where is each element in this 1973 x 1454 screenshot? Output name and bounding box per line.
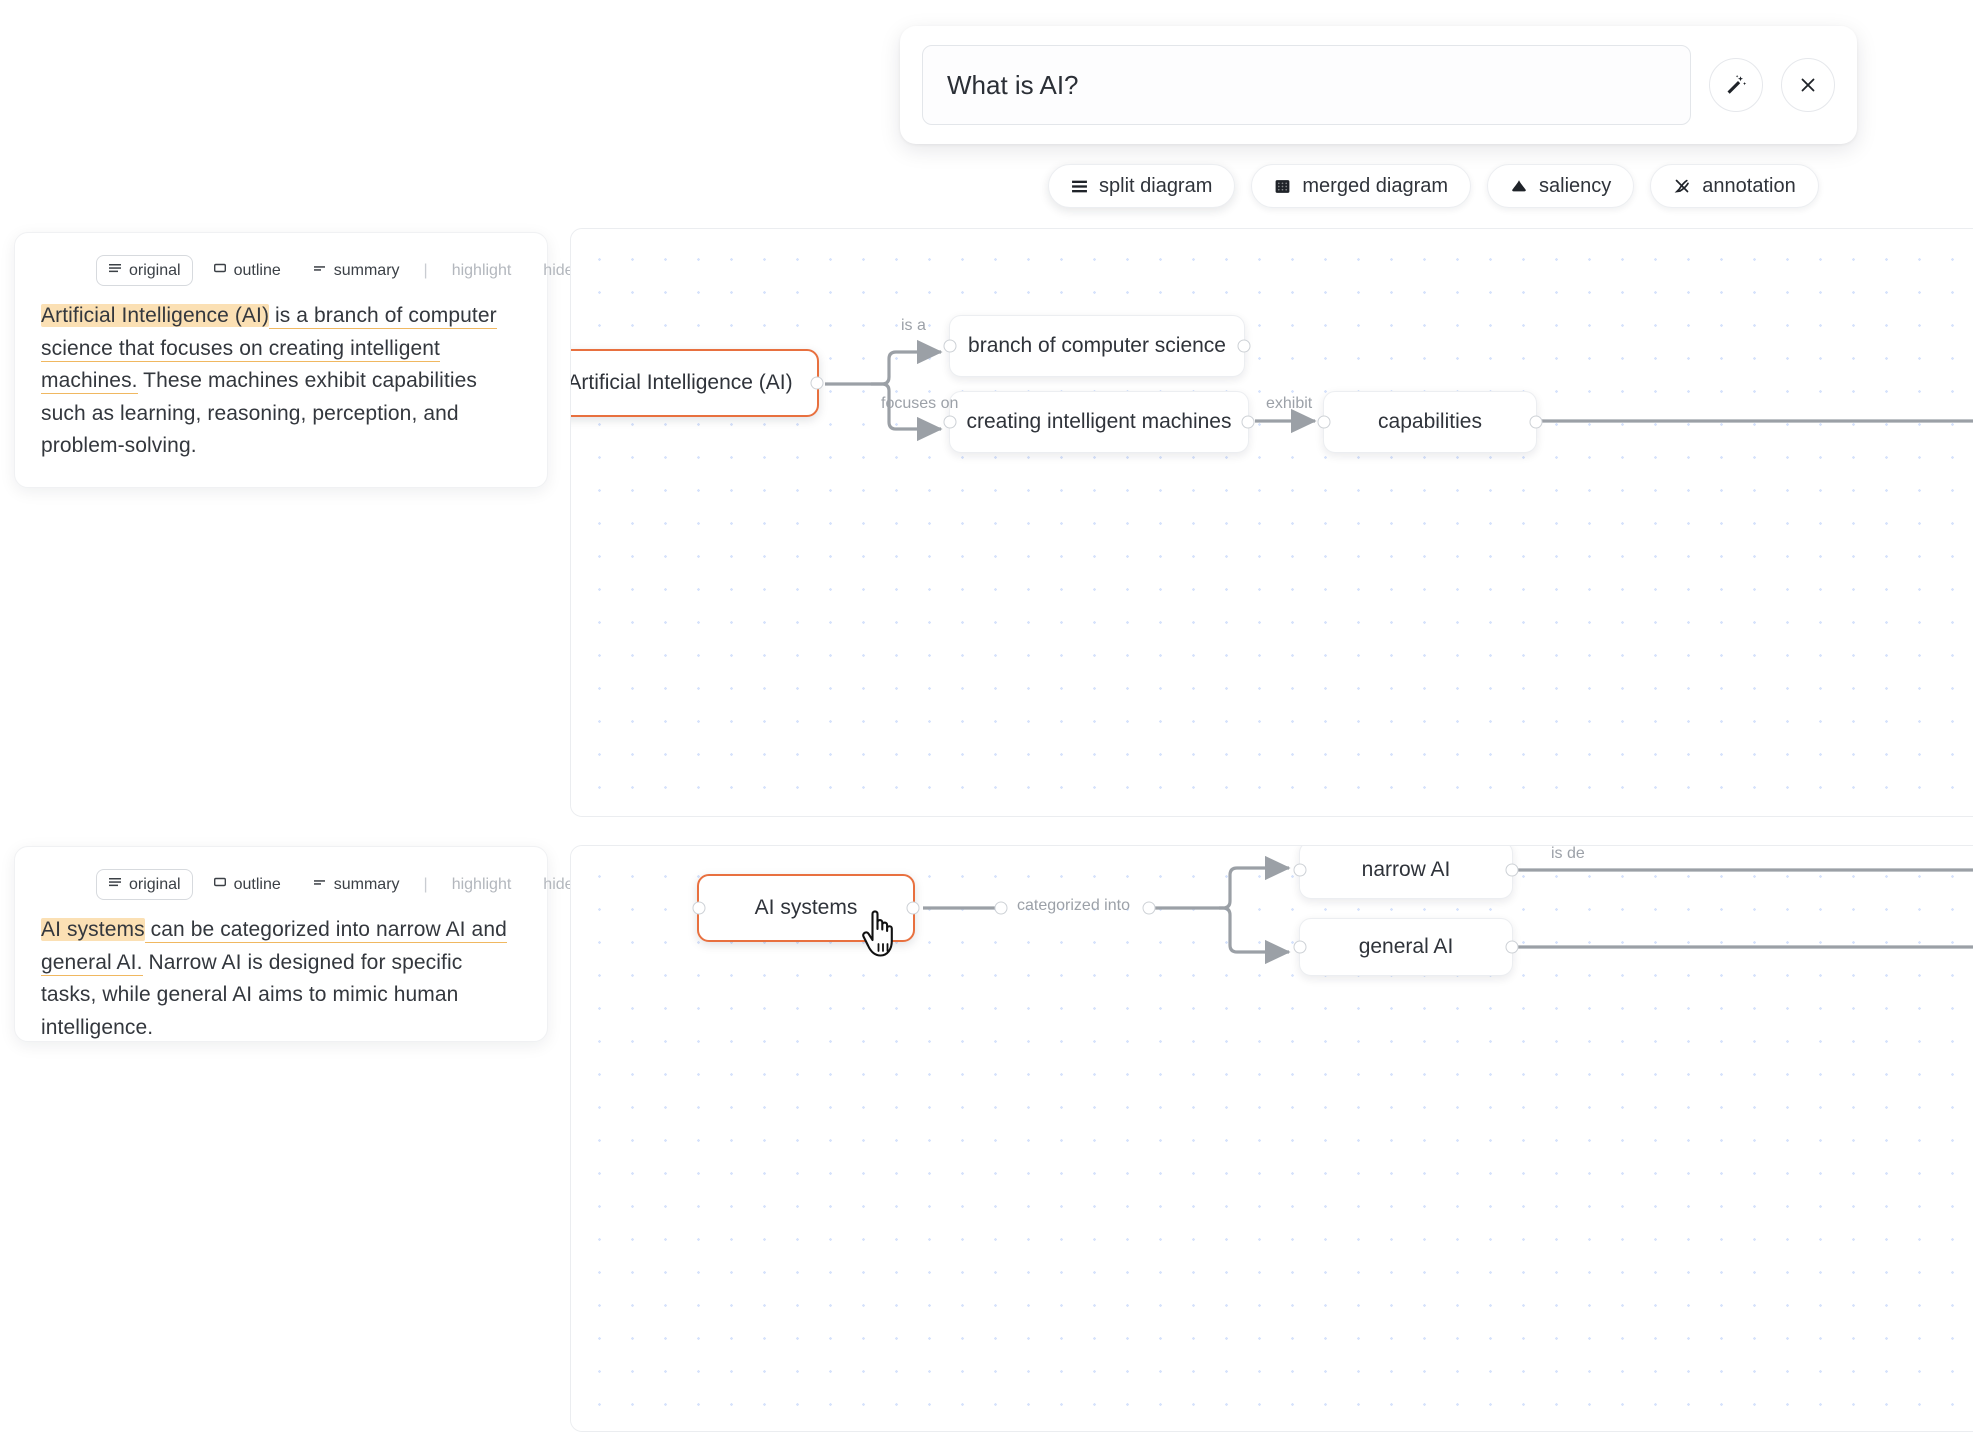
node-label: narrow AI	[1361, 858, 1451, 881]
node-label: general AI	[1358, 935, 1454, 958]
node-handle-right[interactable]	[1237, 339, 1251, 353]
text-card: original outline summary | highlight	[14, 846, 574, 1044]
view-outline-label: outline	[233, 261, 281, 279]
split-diagram-icon	[1071, 178, 1088, 195]
close-button[interactable]	[1781, 58, 1835, 112]
node-handle-left[interactable]	[1293, 863, 1307, 877]
hide-button[interactable]: hide	[531, 870, 585, 900]
node-handle-left[interactable]	[1317, 415, 1331, 429]
diagram-panel-split-1[interactable]: Artificial Intelligence (AI) branch of c…	[570, 228, 1973, 817]
edge-label-focuses-on: focuses on	[881, 395, 959, 412]
view-outline-button[interactable]: outline	[201, 869, 293, 900]
hide-label: hide	[543, 875, 574, 893]
node-handle-left[interactable]	[692, 901, 706, 915]
original-icon	[108, 261, 122, 280]
node-handle-right[interactable]	[906, 901, 920, 915]
highlight-label: highlight	[451, 875, 512, 893]
view-outline-button[interactable]: outline	[201, 255, 293, 286]
mode-chip-merged-diagram[interactable]: merged diagram	[1251, 164, 1472, 208]
highlight-label: highlight	[451, 261, 512, 279]
node-label: Artificial Intelligence (AI)	[570, 371, 793, 394]
mode-chip-annotation[interactable]: annotation	[1650, 164, 1819, 208]
summary-icon	[313, 875, 327, 894]
diagram-node-general-ai[interactable]: general AI	[1293, 918, 1519, 976]
diagram-node-branch-of-computer-science[interactable]: branch of computer science	[943, 315, 1251, 377]
underlined-phrase[interactable]: can be categorized into narrow AI and ge…	[41, 918, 507, 976]
toolbar-separator: |	[423, 261, 428, 279]
hide-button[interactable]: hide	[531, 256, 585, 286]
node-handle-left[interactable]	[1293, 940, 1307, 954]
node-handle-right[interactable]	[1505, 940, 1519, 954]
merged-diagram-icon	[1274, 178, 1291, 195]
card-rest-text: Narrow AI is designed for specific tasks…	[41, 950, 463, 1039]
edge-label-categorized-into: categorized into	[1017, 897, 1130, 914]
node-label: capabilities	[1378, 410, 1482, 433]
node-handle-right[interactable]	[810, 376, 824, 390]
node-handle-right[interactable]	[1241, 415, 1255, 429]
node-handle-right[interactable]	[1529, 415, 1543, 429]
search-bar	[900, 26, 1857, 144]
view-original-label: original	[129, 261, 181, 279]
node-handle-right[interactable]	[1505, 863, 1519, 877]
mode-chip-split-diagram[interactable]: split diagram	[1048, 164, 1236, 208]
toolbar-separator: |	[423, 875, 428, 893]
outline-icon	[213, 875, 227, 894]
edge-handle-dot[interactable]	[1142, 901, 1156, 915]
card-body: AI systems can be categorized into narro…	[41, 914, 521, 1044]
mode-chip-label: annotation	[1702, 174, 1796, 197]
outline-icon	[213, 261, 227, 280]
summary-icon	[313, 261, 327, 280]
edge-layer	[825, 339, 1973, 442]
view-summary-button[interactable]: summary	[301, 869, 412, 900]
search-input[interactable]	[922, 45, 1691, 125]
highlighted-phrase[interactable]: Artificial Intelligence (AI)	[41, 304, 270, 327]
mode-chip-label: merged diagram	[1302, 174, 1449, 197]
diagram-node-capabilities[interactable]: capabilities	[1317, 391, 1543, 453]
edge-label-exhibit: exhibit	[1266, 395, 1313, 412]
text-card: original outline summary | highlight	[14, 232, 574, 488]
underlined-phrase[interactable]: is a branch of computer science that foc…	[41, 304, 497, 395]
view-summary-label: summary	[333, 261, 400, 279]
node-label: creating intelligent machines	[966, 410, 1232, 433]
view-original-button[interactable]: original	[96, 255, 193, 286]
annotation-icon	[1673, 177, 1691, 195]
edge-layer	[923, 855, 1973, 965]
diagram-node-narrow-ai[interactable]: narrow AI	[1293, 846, 1519, 899]
mode-toolbar: split diagram merged diagram saliency	[1048, 164, 1819, 208]
original-icon	[108, 875, 122, 894]
mode-chip-saliency[interactable]: saliency	[1487, 164, 1635, 208]
highlight-button[interactable]: highlight	[440, 256, 524, 286]
diagram-panel-split-2[interactable]: AI systems categorized into narrow AI ge…	[570, 845, 1973, 1432]
diagram-node-creating-intelligent-machines[interactable]: creating intelligent machines	[943, 391, 1255, 453]
close-icon	[1797, 74, 1819, 96]
magic-wand-icon	[1724, 73, 1748, 97]
hide-label: hide	[543, 261, 574, 279]
edge-label-is-designed: is de	[1551, 845, 1585, 862]
highlight-button[interactable]: highlight	[440, 870, 524, 900]
card-rest-text: These machines exhibit capabilities such…	[41, 369, 478, 458]
card-toolbar: original outline summary | highlight	[96, 869, 574, 900]
node-handle-left[interactable]	[943, 415, 957, 429]
card-toolbar: original outline summary | highlight	[96, 255, 574, 286]
generate-button[interactable]	[1709, 58, 1763, 112]
node-label: AI systems	[754, 896, 858, 919]
edge-label-is-a: is a	[901, 317, 926, 334]
mode-chip-label: split diagram	[1099, 174, 1213, 197]
view-summary-button[interactable]: summary	[301, 255, 412, 286]
highlighted-phrase[interactable]: AI systems	[41, 918, 145, 941]
card-body: Artificial Intelligence (AI) is a branch…	[41, 300, 521, 463]
edge-handle-dot[interactable]	[994, 901, 1008, 915]
mode-chip-label: saliency	[1539, 174, 1612, 197]
node-label: branch of computer science	[968, 334, 1226, 357]
node-handle-left[interactable]	[943, 339, 957, 353]
saliency-icon	[1510, 177, 1528, 195]
view-summary-label: summary	[333, 875, 400, 893]
view-original-button[interactable]: original	[96, 869, 193, 900]
view-outline-label: outline	[233, 875, 281, 893]
diagram-node-ai-systems[interactable]: AI systems	[692, 874, 920, 942]
view-original-label: original	[129, 875, 181, 893]
diagram-node-artificial-intelligence[interactable]: Artificial Intelligence (AI)	[570, 349, 824, 417]
